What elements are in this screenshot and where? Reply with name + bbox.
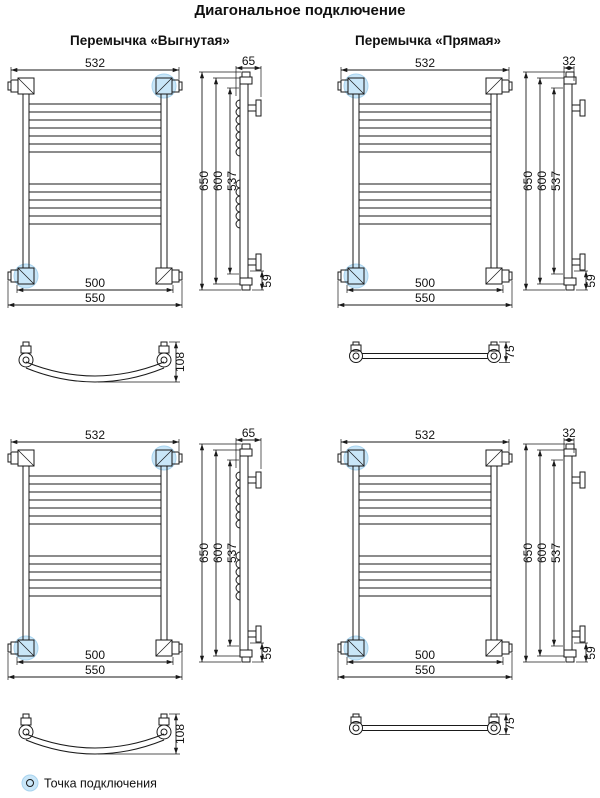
dim-outer-width: 550 — [85, 291, 105, 305]
dim-side-depth: 32 — [562, 54, 576, 68]
jumper-top-view — [350, 714, 511, 735]
dim-outer-width: 550 — [415, 663, 435, 677]
dim-height-inner: 537 — [549, 171, 563, 191]
dim-height-overall: 650 — [197, 171, 211, 191]
dim-height-overall: 650 — [197, 543, 211, 563]
block-curved-row1: 532 500 550 65 650 600 537 59 108 — [8, 54, 274, 382]
dim-outer-width: 550 — [415, 291, 435, 305]
jumper-top-view — [19, 342, 180, 382]
dim-height-mid: 600 — [211, 171, 225, 191]
dim-inner-width: 500 — [85, 276, 105, 290]
dim-side-depth: 65 — [242, 426, 256, 440]
dim-height-inner: 537 — [549, 543, 563, 563]
dim-height-mid: 600 — [535, 171, 549, 191]
dim-top-width: 532 — [85, 428, 105, 442]
dim-bottom-offset: 59 — [584, 646, 598, 660]
jumper-top-view — [19, 714, 180, 754]
dim-height-mid: 600 — [535, 543, 549, 563]
dim-inner-width: 500 — [85, 648, 105, 662]
legend-label: Точка подключения — [44, 777, 157, 791]
page-title: Диагональное подключение — [194, 2, 405, 19]
front-view — [8, 67, 182, 308]
block-straight-row2: 532 500 550 32 650 600 537 59 75 — [338, 426, 598, 735]
dim-jumper-depth: 108 — [173, 352, 187, 372]
dim-side-depth: 32 — [562, 426, 576, 440]
dim-height-inner: 537 — [225, 171, 239, 191]
dim-bottom-offset: 59 — [584, 274, 598, 288]
dim-side-depth: 65 — [242, 54, 256, 68]
dim-height-inner: 537 — [225, 543, 239, 563]
front-view — [338, 439, 512, 680]
dim-height-mid: 600 — [211, 543, 225, 563]
block-curved-row2: 532 500 550 65 650 600 537 59 108 — [8, 426, 274, 754]
dim-jumper-depth: 75 — [503, 345, 517, 359]
front-view — [8, 439, 182, 680]
dim-top-width: 532 — [415, 56, 435, 70]
dim-inner-width: 500 — [415, 276, 435, 290]
dim-outer-width: 550 — [85, 663, 105, 677]
column-header-curved: Перемычка «Выгнутая» — [70, 33, 230, 48]
column-header-straight: Перемычка «Прямая» — [355, 33, 501, 48]
dim-bottom-offset: 59 — [260, 274, 274, 288]
dim-bottom-offset: 59 — [260, 646, 274, 660]
legend: Точка подключения — [21, 774, 157, 792]
dim-height-overall: 650 — [521, 543, 535, 563]
legend-connection-point-marker — [21, 774, 39, 792]
dim-jumper-depth: 75 — [503, 717, 517, 731]
legend-fitting-icon — [26, 779, 34, 787]
dim-top-width: 532 — [85, 56, 105, 70]
dim-top-width: 532 — [415, 428, 435, 442]
dim-height-overall: 650 — [521, 171, 535, 191]
block-straight-row1: 532 500 550 32 650 600 537 59 75 — [338, 54, 598, 363]
jumper-top-view — [350, 342, 511, 363]
dim-jumper-depth: 108 — [173, 724, 187, 744]
dim-inner-width: 500 — [415, 648, 435, 662]
front-view — [338, 67, 512, 308]
